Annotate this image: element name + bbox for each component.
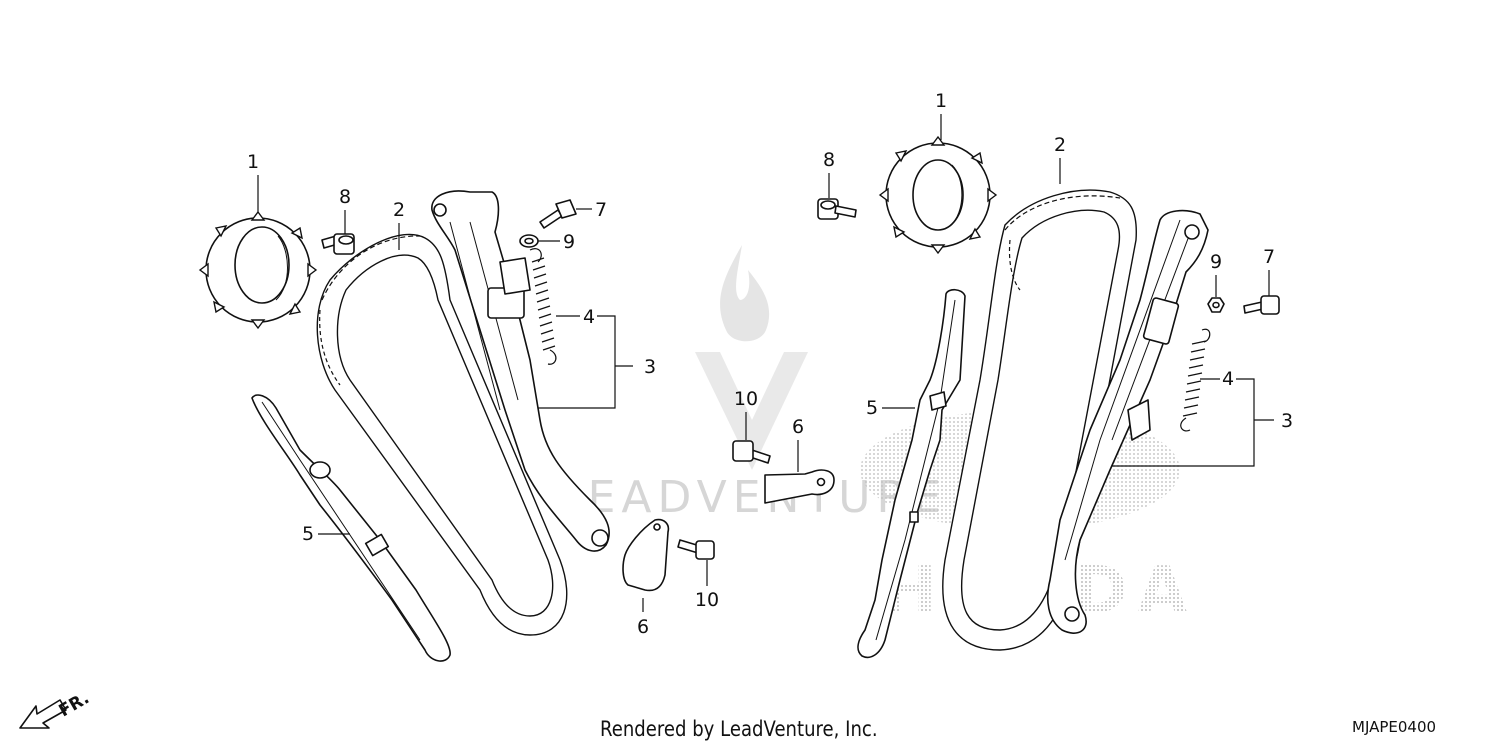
right-callout-3: 3 [1281, 410, 1293, 432]
left-cam-chain-guide [251, 394, 451, 662]
left-callout-5: 5 [302, 523, 314, 545]
left-washer-9 [519, 234, 539, 248]
diagram-code: MJAPE0400 [1352, 718, 1437, 736]
front-direction-arrow-icon: FR. [19, 688, 93, 729]
left-callout-1: 1 [247, 151, 259, 173]
footer-credit: Rendered by LeadVenture, Inc. [600, 717, 878, 741]
left-callout-10: 10 [695, 589, 719, 611]
right-callout-2: 2 [1054, 134, 1066, 156]
right-callout-7: 7 [1263, 246, 1275, 268]
left-assembly: 1 8 2 7 9 [198, 151, 719, 662]
left-callout-4: 4 [583, 306, 595, 328]
right-tensioner-arm [1046, 209, 1209, 634]
left-callout-3-bracket [522, 315, 633, 409]
right-callout-3-bracket [1090, 378, 1274, 467]
right-callout-4: 4 [1222, 368, 1234, 390]
left-cam-sprocket [198, 210, 318, 330]
middle-callout-10: 10 [734, 388, 758, 410]
right-assembly: 1 8 2 9 7 [764, 90, 1293, 659]
right-washer-9 [1207, 297, 1225, 313]
right-tensioner-spring [1180, 328, 1211, 432]
right-callout-8: 8 [823, 149, 835, 171]
left-callout-6: 6 [637, 616, 649, 638]
right-cam-chain-guide [857, 288, 966, 659]
left-cam-chain [316, 233, 568, 636]
left-callout-7: 7 [595, 199, 607, 221]
left-callout-3: 3 [644, 356, 656, 378]
left-callout-2: 2 [393, 199, 405, 221]
right-callout-5: 5 [866, 397, 878, 419]
left-callout-8: 8 [339, 186, 351, 208]
right-bolt-8 [817, 198, 857, 220]
right-callout-1: 1 [935, 90, 947, 112]
left-callout-9: 9 [563, 231, 575, 253]
left-bolt-8 [321, 233, 355, 255]
left-bolt-10 [677, 539, 715, 560]
right-plate-6 [764, 469, 835, 504]
left-tensioner-spring [529, 248, 557, 365]
right-bolt-7 [1243, 295, 1280, 315]
middle-bolt-10 [732, 440, 771, 464]
front-direction-label: FR. [56, 688, 93, 721]
left-plate-6 [622, 518, 670, 592]
left-tensioner-arm [431, 190, 610, 552]
right-callout-6: 6 [792, 416, 804, 438]
right-cam-chain [942, 189, 1137, 651]
right-callout-9: 9 [1210, 251, 1222, 273]
right-cam-sprocket [878, 135, 998, 255]
left-bolt-7 [539, 199, 577, 229]
